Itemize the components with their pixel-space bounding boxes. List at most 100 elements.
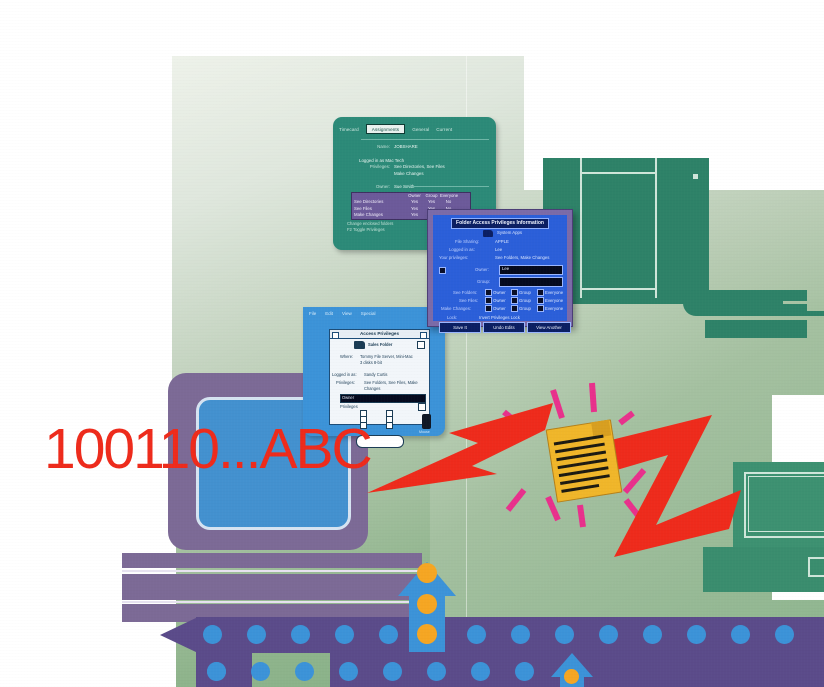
dialog-where-value-2: 3 disks 8-bit: [360, 360, 382, 365]
tab-assignments[interactable]: Assignments: [365, 124, 406, 134]
row-everyone: No: [440, 206, 457, 212]
save-it-button[interactable]: Save It: [439, 322, 481, 333]
finder-window[interactable]: File Edit View Special Access Privileges…: [303, 307, 445, 448]
field-privileges-value-2: Make Changes: [394, 170, 424, 176]
logged-in-label: Logged in as:: [449, 247, 475, 252]
tab-current[interactable]: Current: [436, 126, 453, 132]
tab-general[interactable]: General: [412, 126, 430, 132]
col-group-1: Group: [519, 290, 531, 295]
finder-menu-bar[interactable]: File Edit View Special: [303, 309, 445, 318]
band-dot: [511, 625, 530, 644]
locked-checkbox[interactable]: [417, 341, 425, 349]
mouse-icon: [422, 414, 431, 429]
see-files-everyone-checkbox[interactable]: [537, 297, 544, 304]
col-group-3: Group: [519, 306, 531, 311]
band-dot: [687, 625, 706, 644]
field-privileges-row: Privileges: See Directories, See Files: [359, 164, 490, 171]
field-loggedin-row: Logged in as Mac Tech: [359, 158, 490, 165]
your-privileges-label: Your privileges:: [439, 255, 469, 260]
field-privileges-label: Privileges:: [369, 164, 390, 170]
see-files-owner-checkbox[interactable]: [485, 297, 492, 304]
table-row[interactable]: See Files Yes Yes No: [352, 206, 470, 212]
assignments-tab-strip[interactable]: Timecard Assignments General Current: [339, 123, 490, 135]
desktop-monitor-control-button[interactable]: [808, 557, 824, 577]
see-folders-owner-checkbox[interactable]: [485, 289, 492, 296]
dialog-privs-value-2: Changes: [364, 386, 381, 391]
window-rule-top: [361, 139, 489, 140]
dialog-where-value: Tommy File Server, Mini-Mac: [360, 354, 413, 359]
access-privileges-dialog[interactable]: Access Privileges Sales Folder Where: To…: [329, 329, 430, 448]
folder-icon: [354, 341, 365, 349]
pointing-device-button-lower: [777, 304, 807, 316]
band-dot: [555, 625, 574, 644]
mouse-icon-label: Mouse: [419, 430, 430, 434]
menu-special[interactable]: Special: [360, 311, 376, 316]
table-row[interactable]: See Directories Yes Yes No: [352, 199, 470, 205]
see-folders-label: See Folders:: [453, 290, 478, 295]
band-dot: [643, 625, 662, 644]
footer-line-2[interactable]: F2 Toggle Privileges: [347, 227, 385, 233]
make-changes-group-checkbox[interactable]: [511, 305, 518, 312]
col-everyone-1: Everyone: [545, 290, 564, 295]
band-dot: [775, 625, 794, 644]
menu-edit[interactable]: Edit: [325, 311, 334, 316]
privilege-checkbox[interactable]: [386, 422, 393, 429]
field-name-row: Name: JOBSHARE: [359, 144, 490, 151]
view-another-button[interactable]: View Another: [527, 322, 571, 333]
row-owner: Yes: [410, 199, 418, 205]
field-owner-value[interactable]: Sue Smith: [394, 184, 414, 190]
dialog-privs-label: Privileges:: [336, 380, 355, 385]
folder-access-privileges-window[interactable]: Folder Access Privileges Information Sys…: [427, 209, 573, 333]
background-seam-line: [466, 56, 467, 636]
tab-timecard[interactable]: Timecard: [339, 126, 359, 132]
col-group-2: Group: [519, 298, 531, 303]
field-owner-label: Owner:: [375, 184, 390, 190]
lock-button[interactable]: [356, 435, 404, 448]
zoom-box-icon[interactable]: [420, 331, 427, 339]
assignments-footer: Change enclosed folders F2 Toggle Privil…: [347, 221, 393, 234]
dialog-privs-value: See Folders, See Files, Make: [364, 380, 418, 385]
privilege-checkbox[interactable]: [360, 422, 367, 429]
band-dot: [251, 662, 270, 681]
document-icon: [545, 419, 623, 503]
row-name: See Directories: [354, 199, 384, 205]
owner-select[interactable]: [499, 265, 563, 275]
keyboard-rule-2: [122, 601, 418, 603]
privileges-group-checkbox[interactable]: [418, 403, 426, 411]
menu-view[interactable]: View: [342, 311, 352, 316]
see-files-group-checkbox[interactable]: [511, 297, 518, 304]
group-select[interactable]: [499, 277, 563, 287]
folder-icon: [483, 230, 493, 237]
col-everyone-3: Everyone: [545, 306, 564, 311]
table-header-group: Group: [425, 193, 438, 198]
see-folders-group-checkbox[interactable]: [511, 289, 518, 296]
logged-in-value: Lee: [495, 247, 503, 252]
purple-workstation-keyboard-body: [122, 574, 422, 600]
field-privileges-value: See Directories, See Files: [394, 164, 445, 170]
row-owner: Yes: [410, 212, 418, 218]
make-changes-everyone-checkbox[interactable]: [537, 305, 544, 312]
field-privileges-label-2: [359, 171, 394, 178]
menu-file[interactable]: File: [309, 311, 317, 316]
see-folders-everyone-checkbox[interactable]: [537, 289, 544, 296]
folder-access-privileges-content: Folder Access Privileges Information Sys…: [433, 215, 571, 333]
undo-edits-button[interactable]: Undo Edits: [483, 322, 525, 333]
owner-value: Lee: [502, 266, 510, 271]
row-group: Yes: [423, 206, 440, 212]
see-files-label: See Files:: [459, 298, 479, 303]
close-box-icon[interactable]: [332, 331, 339, 339]
make-changes-owner-checkbox[interactable]: [485, 305, 492, 312]
file-sharing-value: APPLE: [495, 239, 509, 244]
band-dot: [379, 625, 398, 644]
lock-line-value: Invert Privileges Lock: [479, 315, 520, 320]
owner-field-input[interactable]: [340, 394, 426, 403]
upload-arrow-dot-2: [417, 594, 437, 614]
desktop-monitor-base: [703, 547, 824, 592]
footer-line-1[interactable]: Change enclosed folders: [347, 221, 394, 226]
row-owner: Yes: [410, 205, 418, 211]
lock-checkbox[interactable]: [439, 267, 446, 274]
owner-label: Owner:: [475, 267, 489, 272]
owner-field-value: Owner: [342, 395, 355, 400]
background-white-bottom-left: [0, 520, 176, 687]
